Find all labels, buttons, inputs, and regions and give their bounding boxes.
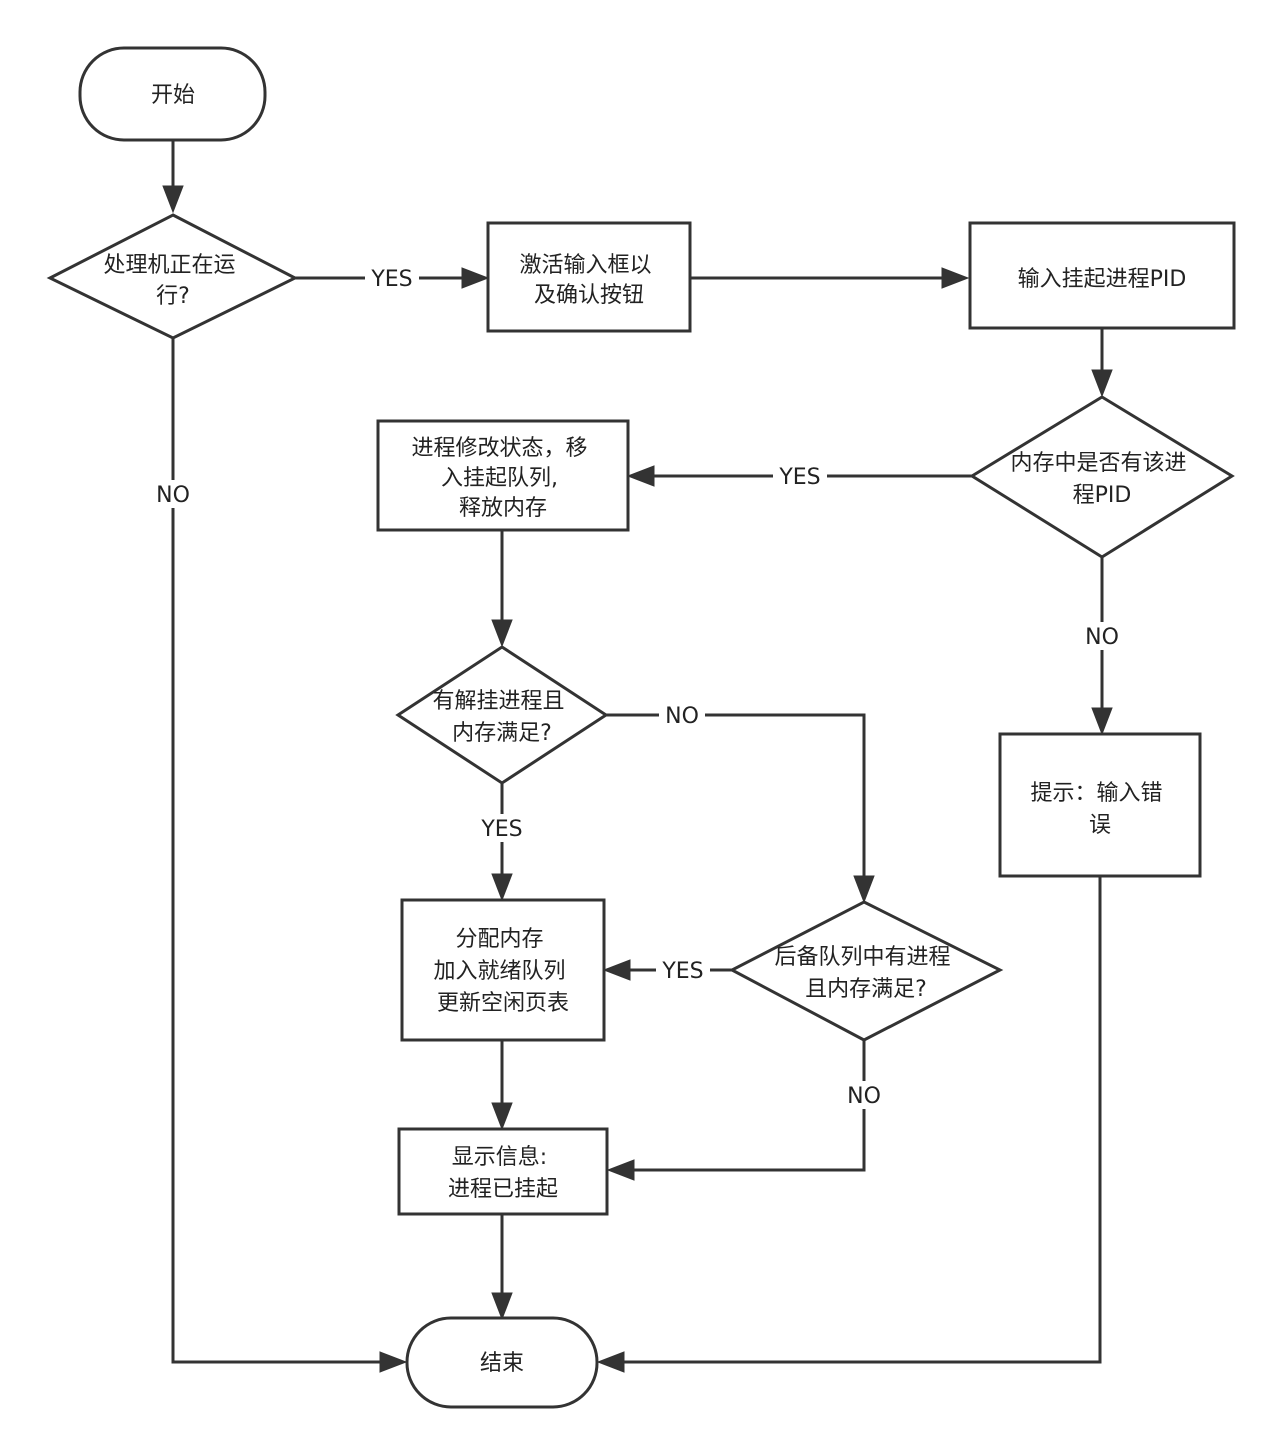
show-message-box — [397, 1127, 609, 1216]
edge-cpu-no-to-end — [171, 338, 384, 1364]
pid-in-memory-label: 内存中是否有该进 程PID — [1010, 451, 1193, 508]
backup-queue-label: 后备队列中有进程 且内存满足? — [774, 945, 957, 1002]
end-terminal — [405, 1316, 599, 1409]
edge-unsuspend-no-to-backup — [606, 713, 866, 880]
has-unsuspend-decision — [395, 645, 609, 785]
edge-error-to-end — [620, 876, 1102, 1364]
arrowhead — [491, 1102, 513, 1131]
nodes: 开始 处理机正在运 行? 激活输入框以 及确认按钮 输入挂起进程PID 内存中是… — [46, 46, 1236, 1409]
arrowhead — [602, 959, 631, 981]
start-label: 开始 — [151, 83, 195, 108]
arrowhead — [162, 185, 184, 214]
allocate-memory-label: 分配内存 加入就绪队列 更新空闲页表 — [433, 927, 572, 1016]
cpu-running-decision — [46, 213, 299, 340]
allocate-memory-box — [400, 898, 606, 1042]
label-cpu-no: NO — [156, 483, 190, 508]
arrowhead — [626, 465, 655, 487]
arrowhead — [379, 1351, 408, 1373]
label-pid-yes: YES — [778, 465, 820, 490]
label-cpu-yes: YES — [370, 267, 412, 292]
arrowhead — [491, 873, 513, 902]
backup-queue-decision — [728, 900, 1004, 1042]
input-error-label: 提示：输入错 误 — [1030, 781, 1169, 838]
arrowhead — [491, 619, 513, 648]
edge-labels: YES NO YES NO NO YES YES NO — [150, 264, 1125, 1109]
input-pid-label: 输入挂起进程PID — [1018, 267, 1187, 292]
start-terminal — [78, 46, 267, 142]
input-pid-process — [968, 221, 1236, 330]
label-backup-yes: YES — [661, 959, 703, 984]
arrowhead — [853, 875, 875, 904]
cpu-running-label: 处理机正在运 行? — [103, 253, 242, 309]
activate-input-label: 激活输入框以 及确认按钮 — [519, 253, 658, 308]
arrowhead — [596, 1351, 625, 1373]
suspend-process-label: 进程修改状态，移 入挂起队列, 释放内存 — [411, 436, 594, 521]
arrowhead — [491, 1292, 513, 1321]
label-backup-no: NO — [847, 1084, 881, 1109]
arrowhead — [1091, 707, 1113, 736]
suspend-process-box — [376, 419, 630, 532]
edge-backup-no-to-message — [630, 1040, 866, 1172]
arrowhead — [1091, 369, 1113, 398]
arrowhead — [461, 267, 490, 289]
input-error-box — [998, 732, 1202, 878]
label-unsuspend-no: NO — [665, 704, 699, 729]
arrowhead — [941, 267, 970, 289]
has-unsuspend-label: 有解挂进程且 内存满足? — [432, 689, 571, 746]
show-message-label: 显示信息: 进程已挂起 — [448, 1145, 558, 1202]
pid-in-memory-decision — [969, 395, 1235, 559]
label-pid-no: NO — [1085, 625, 1119, 650]
activate-input-process — [486, 221, 692, 333]
end-label: 结束 — [480, 1351, 524, 1376]
label-unsuspend-yes: YES — [480, 817, 522, 842]
arrowhead — [606, 1159, 635, 1181]
